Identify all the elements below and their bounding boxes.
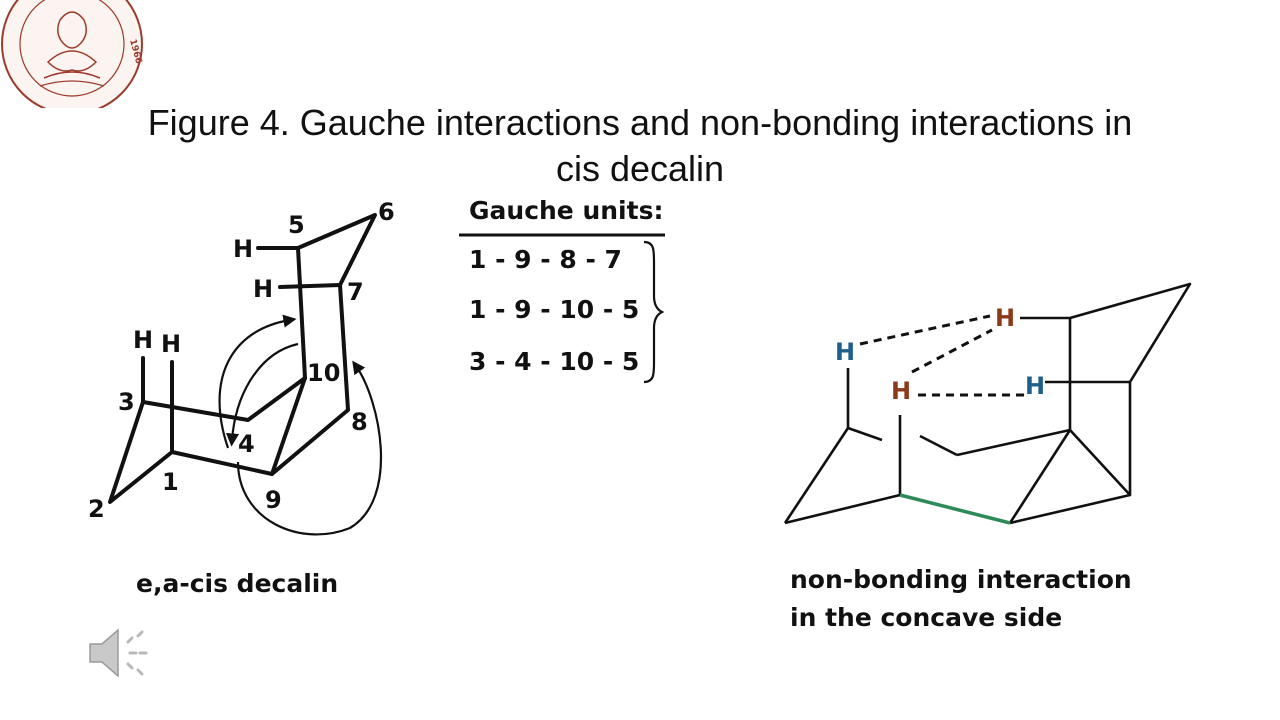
gauche-header: Gauche units: (469, 196, 663, 225)
right-bond-b (1008, 429, 1072, 524)
h-label-c1: H (161, 330, 181, 358)
title-line-2: cis decalin (555, 148, 725, 189)
page-title: Figure 4. Gauche interactions and non-bo… (100, 100, 1180, 192)
right-ring-middle (784, 415, 902, 525)
speaker-icon[interactable] (86, 622, 152, 684)
atom-label-7: 7 (347, 278, 364, 306)
gauche-arrow-upper (218, 314, 297, 449)
h-label-c5: H (233, 235, 253, 263)
atom-label-6: 6 (378, 198, 395, 226)
gauche-brace (643, 240, 665, 384)
gauche-unit-3: 3 - 4 - 10 - 5 (469, 347, 639, 376)
right-bond-a (919, 434, 958, 457)
gauche-unit-1: 1 - 9 - 8 - 7 (469, 245, 622, 274)
h-label-c7: H (253, 275, 273, 303)
college-seal-icon: 1966 (1, 0, 143, 108)
highlight-bond (899, 493, 1011, 525)
atom-label-4: 4 (238, 430, 255, 458)
h-label-c3: H (133, 326, 153, 354)
atom-label-10: 10 (307, 359, 340, 387)
left-molecule (108, 213, 377, 504)
atom-label-9: 9 (265, 486, 282, 514)
atom-label-1: 1 (162, 468, 179, 496)
right-ring-back (956, 428, 1132, 525)
bond-c7-h (278, 283, 342, 289)
interaction-dash-2 (911, 328, 993, 374)
ring-a-bonds (108, 376, 307, 504)
right-caption-line-1: non-bonding interaction (790, 565, 1132, 594)
atom-label-3: 3 (118, 388, 135, 416)
right-ring-top (1020, 282, 1192, 495)
h-label-equatorial-left: H (835, 338, 855, 366)
gauche-arrow-loop (236, 360, 383, 536)
h-label-equatorial-right: H (1025, 372, 1045, 400)
atom-label-8: 8 (351, 408, 368, 436)
atom-label-2: 2 (88, 495, 105, 523)
gauche-unit-2: 1 - 9 - 10 - 5 (469, 295, 639, 324)
interaction-dash-1 (859, 314, 991, 346)
title-line-1: Figure 4. Gauche interactions and non-bo… (147, 102, 1133, 143)
ring-b-bonds (270, 213, 377, 476)
atom-label-5: 5 (288, 211, 305, 239)
left-caption: e,a-cis decalin (136, 569, 338, 598)
right-caption-line-2: in the concave side (790, 603, 1062, 632)
h-label-axial-top: H (995, 304, 1015, 332)
gauche-arrow-lower (225, 342, 299, 447)
right-ring-left (783, 426, 883, 524)
h-label-axial-mid: H (891, 377, 911, 405)
right-molecule (783, 282, 1192, 525)
